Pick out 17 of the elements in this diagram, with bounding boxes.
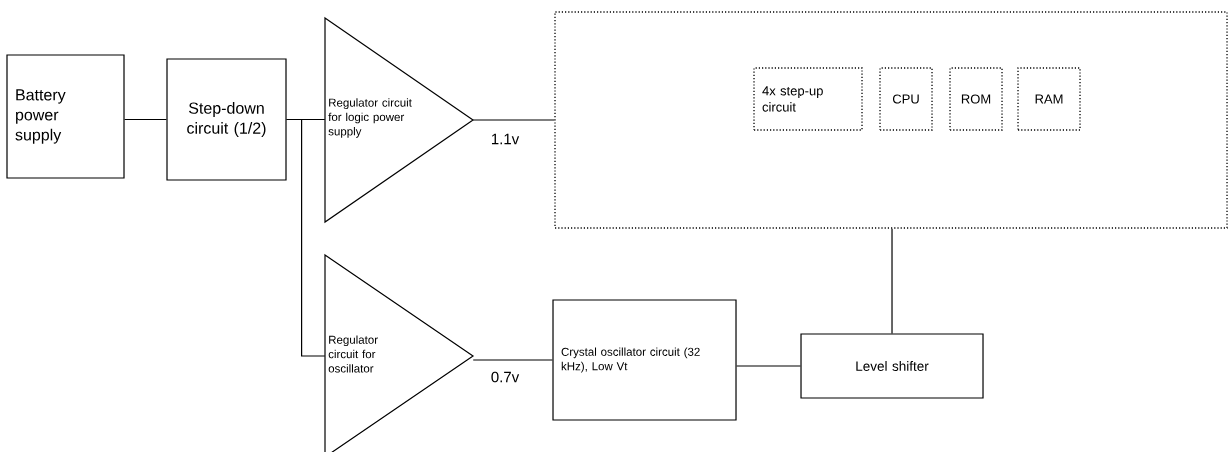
connector-line bbox=[472, 359, 553, 361]
dotted-box: RAM bbox=[1017, 67, 1081, 131]
connector-line bbox=[286, 118, 326, 357]
connector-line bbox=[736, 365, 801, 367]
block-box: Battery power supply bbox=[6, 54, 125, 179]
dotted-box: ROM bbox=[949, 67, 1003, 131]
voltage-label: 1.1v bbox=[492, 133, 520, 145]
dotted-box: 4x step-up circuit bbox=[753, 67, 863, 131]
connector-line bbox=[891, 228, 893, 334]
voltage-label: 0.7v bbox=[491, 371, 520, 383]
block-box: Level shifter bbox=[800, 333, 984, 399]
dotted-frame bbox=[554, 11, 1228, 229]
block-box: Crystal oscillator circuit (32 kHz), Low Vt bbox=[552, 299, 737, 421]
block-box: Step-down circuit (1/2) bbox=[166, 58, 287, 181]
dotted-box: CPU bbox=[879, 67, 933, 131]
connector-line bbox=[124, 118, 167, 121]
connector-line bbox=[472, 119, 555, 121]
